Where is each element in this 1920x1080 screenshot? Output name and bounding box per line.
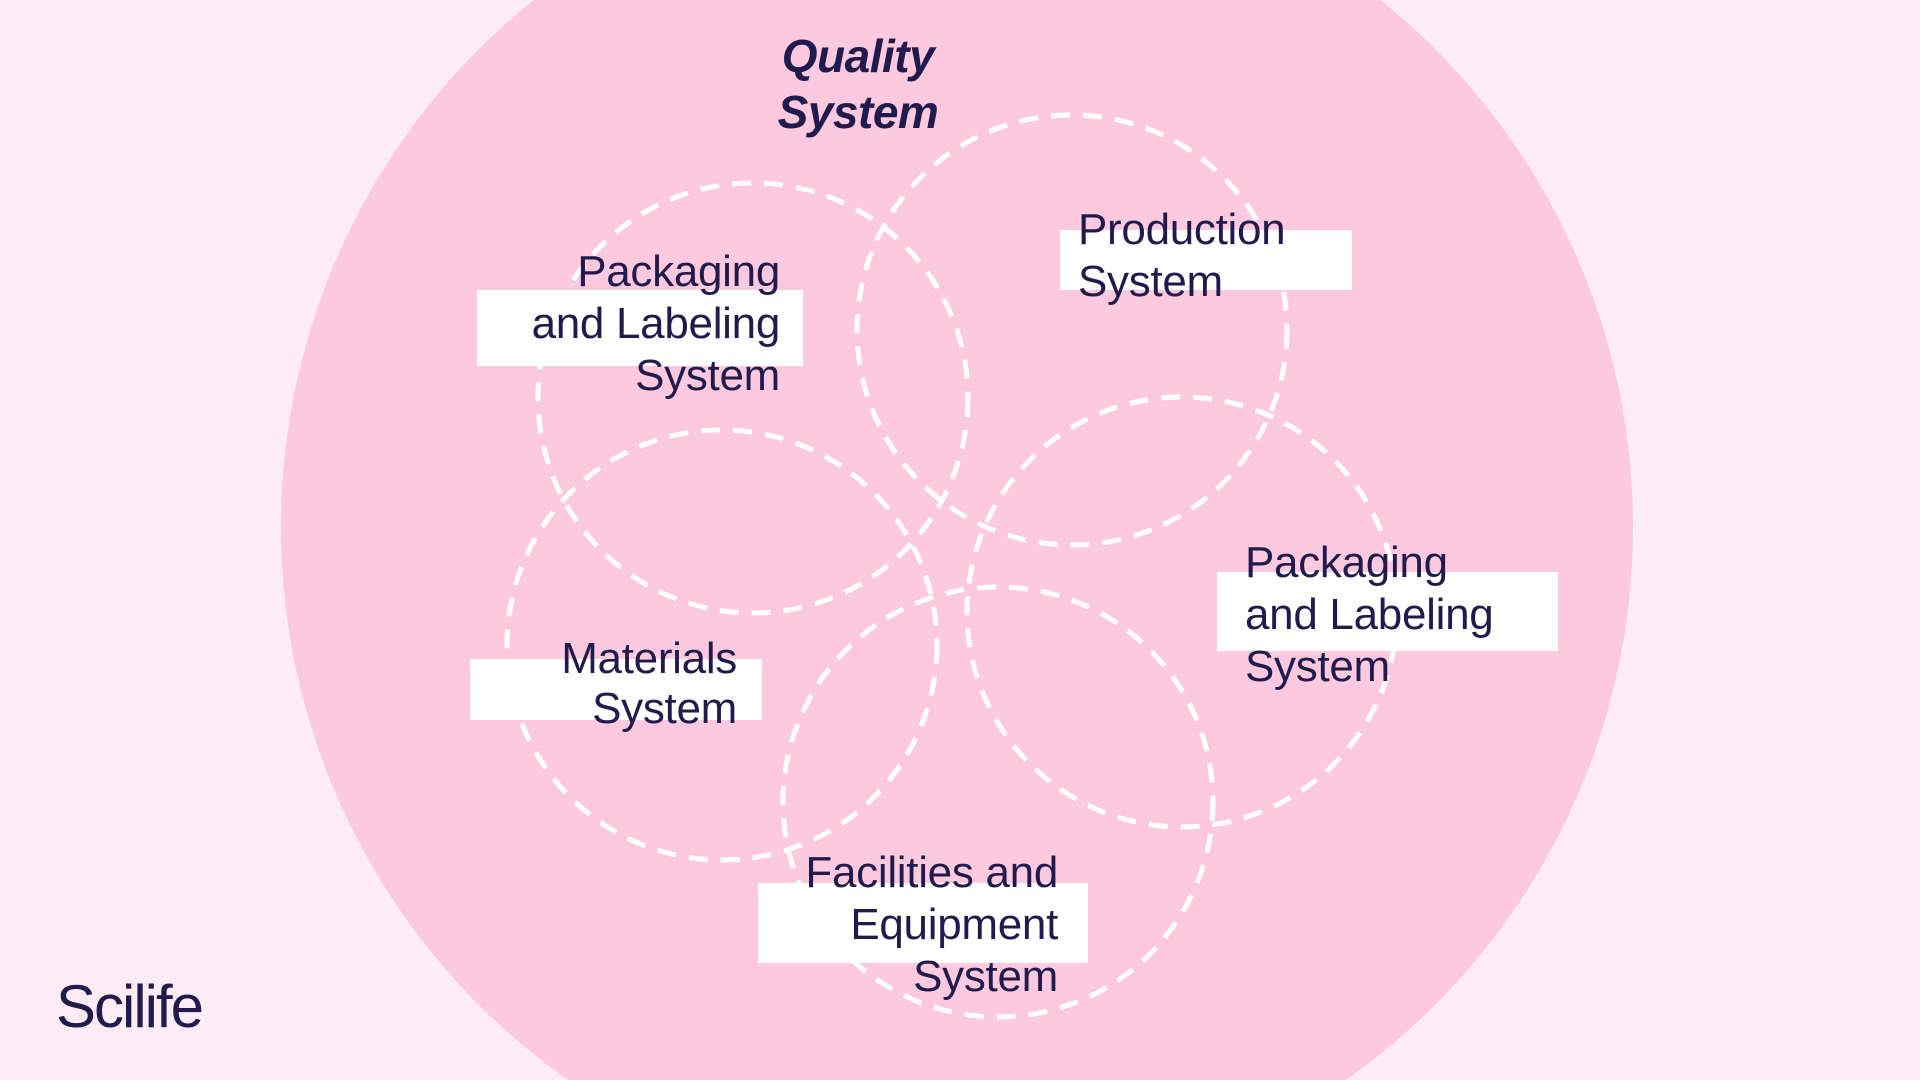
dashed-circle-materials <box>504 427 940 863</box>
dashed-circle-facilities-equipment <box>780 584 1216 1020</box>
label-box-packaging-labeling-right <box>1217 572 1558 651</box>
dashed-circle-production <box>854 112 1290 548</box>
scilife-logo: Scilife <box>56 973 204 1040</box>
label-packaging-labeling-left: Packaging and Labeling System <box>531 246 781 402</box>
label-line: System <box>1078 257 1223 306</box>
label-line: System <box>635 351 780 400</box>
label-line: Packaging <box>577 247 780 296</box>
label-box-packaging-labeling-left <box>477 290 803 366</box>
label-line: System <box>1245 642 1390 691</box>
dashed-circle-packaging-labeling-left <box>535 180 971 616</box>
label-line: Production <box>1078 205 1286 254</box>
label-facilities-equipment: Facilities and Equipment System <box>805 847 1058 1003</box>
label-line: System <box>592 684 737 733</box>
label-materials: Materials System <box>561 634 737 734</box>
label-packaging-labeling-right: Packaging and Labeling System <box>1245 537 1494 693</box>
label-line: Materials <box>561 634 737 683</box>
label-box-facilities-equipment <box>758 883 1088 963</box>
label-line: and Labeling <box>531 299 781 348</box>
diagram-title: Quality System <box>658 28 1058 140</box>
diagram-title-line: System <box>777 86 939 138</box>
label-production: Production System <box>1078 204 1286 308</box>
label-line: Equipment <box>850 900 1058 949</box>
diagram-title-line: Quality <box>781 30 935 82</box>
label-line: Facilities and <box>805 848 1058 897</box>
label-line: and Labeling <box>1245 590 1494 639</box>
label-box-production <box>1060 230 1352 290</box>
label-line: System <box>913 952 1058 1001</box>
label-line: Packaging <box>1245 538 1448 587</box>
label-box-materials <box>470 659 762 720</box>
